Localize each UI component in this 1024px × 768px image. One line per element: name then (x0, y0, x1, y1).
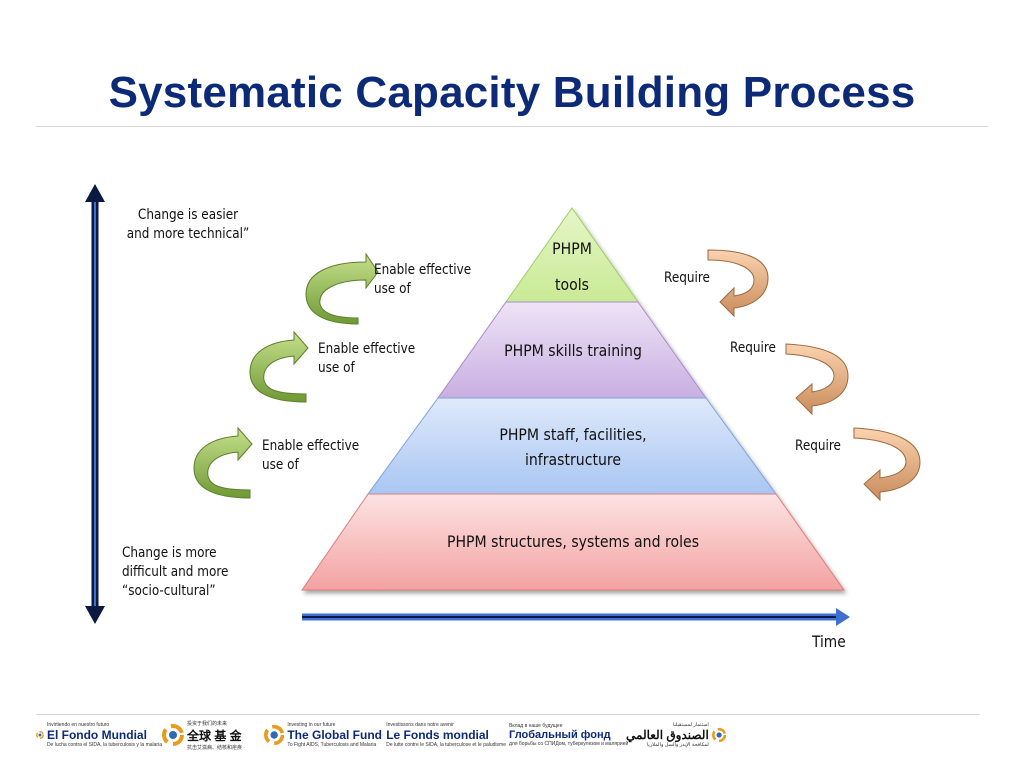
enable-label-1: Enable effective use of (374, 262, 472, 297)
footer-logo-russian: Вклад в наше будущее Глобальный фонд для… (506, 718, 629, 752)
enable-label-3: Enable effective use of (262, 438, 360, 473)
enable-arrow-icon-1 (305, 252, 379, 325)
require-arrow-icon-3 (853, 427, 921, 502)
top-change-note: Change is easier and more technical” (126, 207, 250, 242)
logo-subtitle: De lucha contra el SIDA, la tuberculosis… (46, 742, 162, 748)
enable-arrow-icon-2 (249, 330, 309, 403)
global-fund-swirl-icon (162, 724, 184, 746)
require-label-2: Require (730, 340, 776, 356)
footer-divider (36, 714, 980, 715)
footer-logo-arabic: استثمار لمستقبلنا الصندوق العالمي لمكافح… (626, 718, 726, 752)
footer-logo-chinese: 投资于我们的未来 全球 基 金 抗击艾滋病、结核和疟疾 (162, 718, 262, 752)
global-fund-swirl-icon (711, 727, 726, 743)
level-label-tools: PHPM tools (552, 239, 592, 294)
logo-tagline: Вклад в наше будущее (509, 723, 563, 729)
footer-logo-french: Investissons dans notre avenir Le Fonds … (382, 718, 506, 752)
title-divider (36, 126, 988, 127)
logo-subtitle: لمكافحة الإيدز والسل والملاريا (646, 742, 709, 748)
pyramid (301, 207, 845, 591)
logo-name: 全球 基 金 (187, 728, 242, 743)
logo-subtitle: для борьбы со СПИДом, туберкулезом и мал… (509, 741, 629, 747)
level-label-structures: PHPM structures, systems and roles (446, 532, 700, 551)
logo-name: The Global Fund (287, 728, 382, 742)
enable-label-2: Enable effective use of (318, 341, 416, 376)
logo-name: Глобальный фонд (509, 729, 611, 741)
time-label: Time (812, 632, 846, 651)
time-axis-arrow (302, 608, 850, 626)
logo-subtitle: De lutte contre le SIDA, la tuberculose … (386, 742, 506, 748)
level-label-staff: PHPM staff, facilities, infrastructure (499, 425, 647, 469)
logo-name: Le Fonds mondial (386, 728, 489, 742)
global-fund-swirl-icon (382, 734, 384, 736)
level-label-skills: PHPM skills training (504, 341, 642, 360)
logo-tagline: Invirtiendo en nuestro futuro (46, 722, 110, 728)
slide-title: Systematic Capacity Building Process (108, 68, 916, 117)
vertical-scale-arrow (85, 184, 105, 624)
logo-tagline: 投资于我们的未来 (187, 720, 228, 727)
require-arrow-icon-1 (707, 249, 769, 318)
pyramid-level-structures (301, 493, 845, 591)
bottom-change-note: Change is more difficult and more “socio… (122, 545, 229, 599)
require-arrow-icon-2 (785, 343, 849, 416)
global-fund-swirl-icon (36, 731, 44, 739)
enable-arrow-icon-3 (193, 426, 253, 499)
logo-tagline: Investissons dans notre avenir (386, 722, 454, 728)
require-label-3: Require (795, 438, 841, 454)
logo-tagline: Investing in our future (287, 722, 336, 728)
footer-logo-english: Investing in our future The Global Fund … (264, 718, 382, 752)
logo-tagline: استثمار لمستقبلنا (672, 722, 709, 728)
logo-name: El Fondo Mundial (46, 728, 147, 742)
logo-subtitle: 抗击艾滋病、结核和疟疾 (187, 744, 243, 751)
logo-subtitle: To Fight AIDS, Tuberculosis and Malaria (287, 742, 377, 748)
require-label-1: Require (664, 270, 710, 286)
footer-logo-spanish: Invirtiendo en nuestro futuro El Fondo M… (36, 718, 162, 752)
global-fund-swirl-icon (264, 724, 285, 746)
logo-name: الصندوق العالمي (626, 728, 709, 742)
